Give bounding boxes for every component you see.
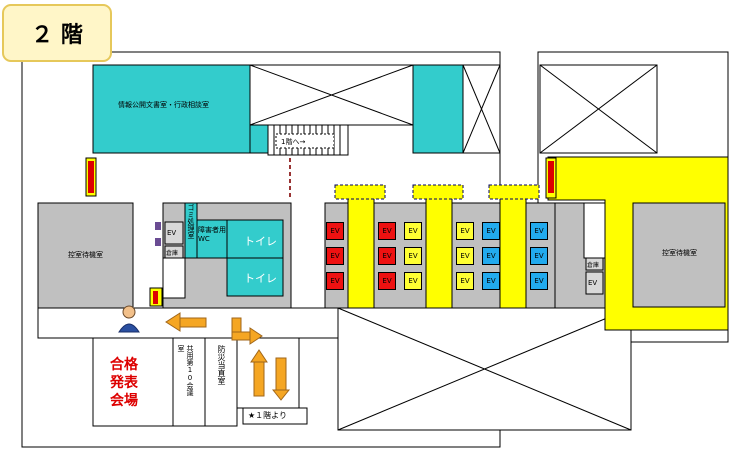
- void-top-right: [539, 64, 658, 154]
- results-venue[interactable]: [92, 337, 174, 427]
- elevator-car[interactable]: EV: [378, 247, 396, 265]
- from-first-floor-box[interactable]: [242, 407, 308, 425]
- disaster-room[interactable]: [204, 337, 238, 427]
- elevator-car[interactable]: EV: [530, 222, 548, 240]
- elevator-car[interactable]: EV: [482, 247, 500, 265]
- teal-connector: [249, 124, 269, 154]
- elevator-car[interactable]: EV: [482, 222, 500, 240]
- void-top-right-small: [462, 64, 501, 154]
- floor-label: ２ 階: [2, 4, 112, 62]
- elevator-car[interactable]: EV: [404, 222, 422, 240]
- right-stair: [583, 202, 606, 259]
- elevator-car[interactable]: EV: [404, 247, 422, 265]
- arrow-left-icon: [165, 312, 207, 332]
- elevator-doors-top: [334, 184, 540, 200]
- shared-room-label: 共用第10会議室: [177, 345, 194, 396]
- escalator-area: [236, 337, 300, 409]
- toilet-lower[interactable]: [226, 257, 284, 297]
- disaster-room-label: 防災当直室: [217, 345, 226, 385]
- info-room-label: 情報公開文書室・行政相談室: [118, 101, 209, 109]
- core-left-stair: [162, 257, 186, 299]
- left-waiting-room[interactable]: [37, 202, 134, 309]
- stairs-down-label: 1階へ→: [281, 138, 306, 146]
- elevator-car[interactable]: EV: [456, 222, 474, 240]
- door-marker-left-red: [88, 161, 94, 193]
- elevator-car[interactable]: EV: [404, 272, 422, 290]
- elevator-car[interactable]: EV: [456, 272, 474, 290]
- stairs-top[interactable]: [267, 124, 349, 156]
- storage-right-label: 倉庫: [587, 262, 600, 269]
- yellow-corridor-1: [347, 194, 375, 309]
- elevator-car[interactable]: EV: [326, 247, 344, 265]
- elevator-car[interactable]: EV: [378, 222, 396, 240]
- elevator-car[interactable]: EV: [530, 247, 548, 265]
- ev-right-box[interactable]: [585, 271, 604, 295]
- person-icon: [118, 305, 140, 333]
- results-venue-label: 合格 発表 会場: [110, 357, 138, 409]
- yellow-corridor-2: [425, 194, 453, 309]
- toilet-upper-label: トイレ: [244, 235, 277, 248]
- door-marker-right-red: [548, 161, 554, 193]
- elevator-car[interactable]: EV: [482, 272, 500, 290]
- shared-room[interactable]: [172, 337, 206, 427]
- ev-left-box[interactable]: [164, 221, 184, 245]
- arrow-up-icon: [250, 349, 268, 397]
- elevator-car[interactable]: EV: [530, 272, 548, 290]
- right-waiting-label: 控室待機室: [662, 249, 697, 257]
- void-top-center: [249, 64, 414, 126]
- info-room[interactable]: [92, 64, 251, 154]
- right-waiting-room[interactable]: [632, 202, 726, 308]
- elevator-car[interactable]: EV: [326, 222, 344, 240]
- yellow-corridor-3: [499, 194, 527, 309]
- arrow-down-icon: [271, 357, 291, 401]
- arrow-down-right-icon: [231, 317, 263, 345]
- void-bottom: [337, 307, 632, 431]
- toilet-lower-label: トイレ: [244, 272, 277, 285]
- ev-right-label: EV: [588, 279, 598, 287]
- door-marker-small-red: [153, 291, 158, 304]
- info-room-annex: [412, 64, 464, 154]
- accessible-wc-label: 障害者用WC: [198, 226, 226, 243]
- left-waiting-label: 控室待機室: [68, 251, 103, 259]
- ev-left-label: EV: [167, 229, 177, 237]
- elevator-car[interactable]: EV: [456, 247, 474, 265]
- storage-right: [585, 257, 604, 271]
- trash-label: ゴミ処理室: [187, 204, 195, 239]
- storage-left-label: 倉庫: [166, 250, 179, 257]
- elevator-car[interactable]: EV: [378, 272, 396, 290]
- from-first-floor-label: ★１階より: [248, 411, 288, 420]
- elevator-car[interactable]: EV: [326, 272, 344, 290]
- purple-marker-2: [155, 238, 161, 246]
- purple-marker-1: [155, 222, 161, 230]
